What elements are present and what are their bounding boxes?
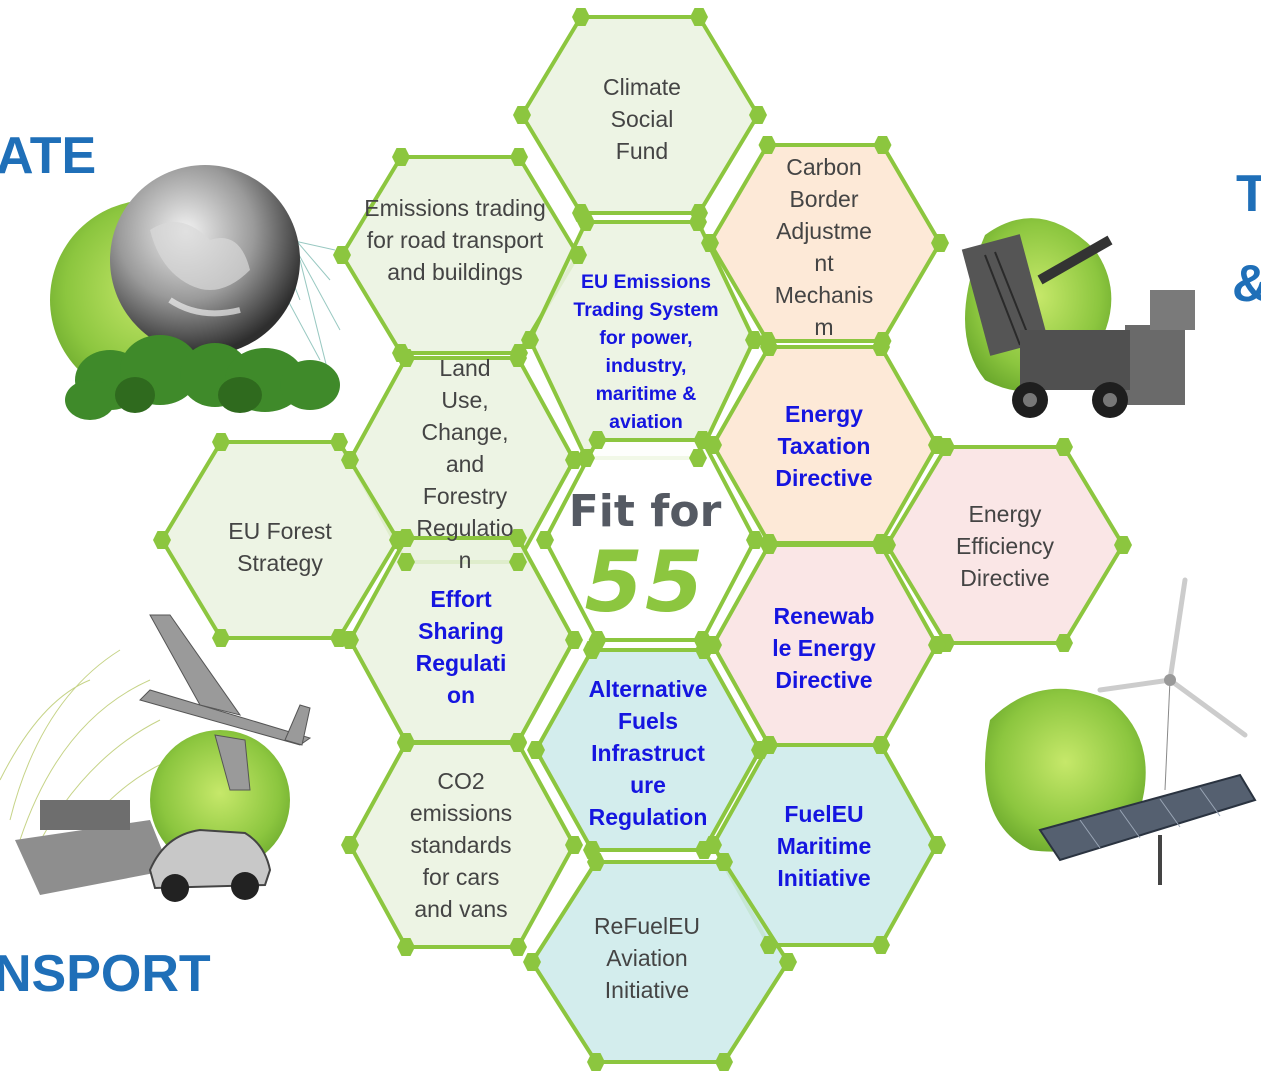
hex-fueleu-maritime-vertex-dot bbox=[872, 936, 890, 954]
hex-refueleu-aviation-vertex-dot bbox=[587, 1053, 605, 1071]
hex-co2-cars-vertex-dot bbox=[509, 938, 527, 956]
hex-center-vertex-dot bbox=[693, 431, 712, 449]
hex-land-use-vertex-dot bbox=[397, 553, 415, 571]
hex-fueleu-maritime-vertex-dot bbox=[760, 736, 778, 754]
hex-refueleu-aviation-vertex-dot bbox=[715, 1053, 733, 1071]
hex-energy-efficiency-vertex-dot bbox=[937, 438, 955, 456]
hex-co2-cars bbox=[348, 741, 576, 949]
earth-forest-illustration bbox=[50, 165, 341, 420]
hex-energy-taxation-vertex-dot bbox=[872, 338, 890, 356]
hex-alt-fuels-vertex-dot bbox=[695, 641, 713, 659]
hex-climate-social-fund-vertex-dot bbox=[690, 8, 708, 26]
fit-for-55-title: Fit for 55 bbox=[545, 486, 745, 626]
hex-climate-social-fund-vertex-dot bbox=[749, 106, 767, 124]
hex-fueleu-maritime-vertex-dot bbox=[872, 736, 890, 754]
hex-climate-social-fund bbox=[520, 15, 760, 215]
hex-carbon-border-vertex-dot bbox=[758, 136, 777, 154]
container-crane-illustration bbox=[961, 218, 1195, 418]
hex-fueleu-maritime-vertex-dot bbox=[928, 836, 946, 854]
hex-renewable-energy-vertex-dot bbox=[760, 536, 778, 554]
hex-center-vertex-dot bbox=[536, 531, 554, 549]
hex-effort-sharing-vertex-dot bbox=[397, 529, 415, 547]
hex-energy-taxation-vertex-dot bbox=[760, 338, 778, 356]
hex-carbon-border bbox=[708, 143, 942, 343]
hex-eu-ets-vertex-dot bbox=[689, 213, 707, 231]
hex-land-use-vertex-dot bbox=[565, 451, 583, 469]
hex-eu-forest-vertex-dot bbox=[212, 629, 230, 647]
hex-eu-ets-vertex-dot bbox=[521, 331, 539, 349]
hex-refueleu-aviation-vertex-dot bbox=[715, 853, 733, 871]
hex-eu-forest-vertex-dot bbox=[330, 433, 348, 451]
hex-land-use-vertex-dot bbox=[341, 451, 359, 469]
hex-alt-fuels-vertex-dot bbox=[583, 641, 601, 659]
hex-alt-fuels-vertex-dot bbox=[527, 741, 545, 759]
hex-energy-efficiency-vertex-dot bbox=[1055, 634, 1073, 652]
hex-refueleu-aviation-vertex-dot bbox=[779, 953, 797, 971]
hex-energy-taxation bbox=[711, 345, 939, 545]
hex-co2-cars-vertex-dot bbox=[397, 938, 415, 956]
hex-center-vertex-dot bbox=[588, 431, 607, 449]
hex-land-use-vertex-dot bbox=[509, 349, 527, 367]
hex-emissions-road-buildings-vertex-dot bbox=[510, 148, 528, 166]
hex-co2-cars-vertex-dot bbox=[565, 836, 583, 854]
hex-fueleu-maritime-vertex-dot bbox=[760, 936, 778, 954]
hex-eu-ets-vertex-dot bbox=[577, 213, 595, 231]
hex-emissions-road-buildings-vertex-dot bbox=[333, 246, 351, 264]
wind-solar-illustration bbox=[985, 577, 1257, 885]
hex-emissions-road-buildings-vertex-dot bbox=[392, 148, 410, 166]
hex-land-use-vertex-dot bbox=[397, 349, 415, 367]
plane-ship-car-illustration bbox=[0, 614, 312, 902]
hex-refueleu-aviation-vertex-dot bbox=[523, 953, 541, 971]
fit-for-label: Fit for bbox=[568, 486, 722, 537]
corner-heading-transport: NSPORT bbox=[0, 945, 211, 1003]
corner-heading-trade-line1: T bbox=[1236, 165, 1261, 223]
hex-energy-efficiency bbox=[885, 445, 1125, 645]
hex-climate-social-fund-vertex-dot bbox=[572, 8, 590, 26]
corner-heading-trade-line2: & bbox=[1232, 258, 1261, 310]
hex-co2-cars-vertex-dot bbox=[397, 734, 415, 752]
hex-center-vertex-dot bbox=[746, 531, 764, 549]
hex-carbon-border-vertex-dot bbox=[701, 234, 719, 252]
hex-climate-social-fund-vertex-dot bbox=[513, 106, 531, 124]
hex-energy-efficiency-vertex-dot bbox=[1055, 438, 1073, 456]
hex-fueleu-maritime-vertex-dot bbox=[704, 836, 722, 854]
hex-effort-sharing-vertex-dot bbox=[565, 631, 583, 649]
number-55-label: 55 bbox=[584, 533, 706, 631]
hex-co2-cars-vertex-dot bbox=[341, 836, 359, 854]
hex-eu-ets-vertex-dot bbox=[689, 449, 707, 467]
corner-heading-climate: ATE bbox=[0, 127, 97, 185]
hex-land-use-vertex-dot bbox=[509, 553, 527, 571]
hex-eu-ets-vertex-dot bbox=[745, 331, 763, 349]
hex-emissions-road-buildings-vertex-dot bbox=[569, 246, 587, 264]
hex-effort-sharing-vertex-dot bbox=[341, 631, 359, 649]
hex-renewable-energy-vertex-dot bbox=[872, 536, 890, 554]
hex-carbon-border-vertex-dot bbox=[873, 136, 892, 154]
hex-effort-sharing-vertex-dot bbox=[509, 529, 527, 547]
hex-effort-sharing bbox=[348, 536, 576, 744]
hex-carbon-border-vertex-dot bbox=[931, 234, 949, 252]
hex-renewable-energy-vertex-dot bbox=[928, 636, 946, 654]
hex-eu-forest-vertex-dot bbox=[153, 531, 171, 549]
hex-refueleu-aviation-vertex-dot bbox=[587, 853, 605, 871]
hex-energy-efficiency-vertex-dot bbox=[1114, 536, 1132, 554]
hex-co2-cars-vertex-dot bbox=[509, 734, 527, 752]
hex-eu-forest-vertex-dot bbox=[212, 433, 230, 451]
